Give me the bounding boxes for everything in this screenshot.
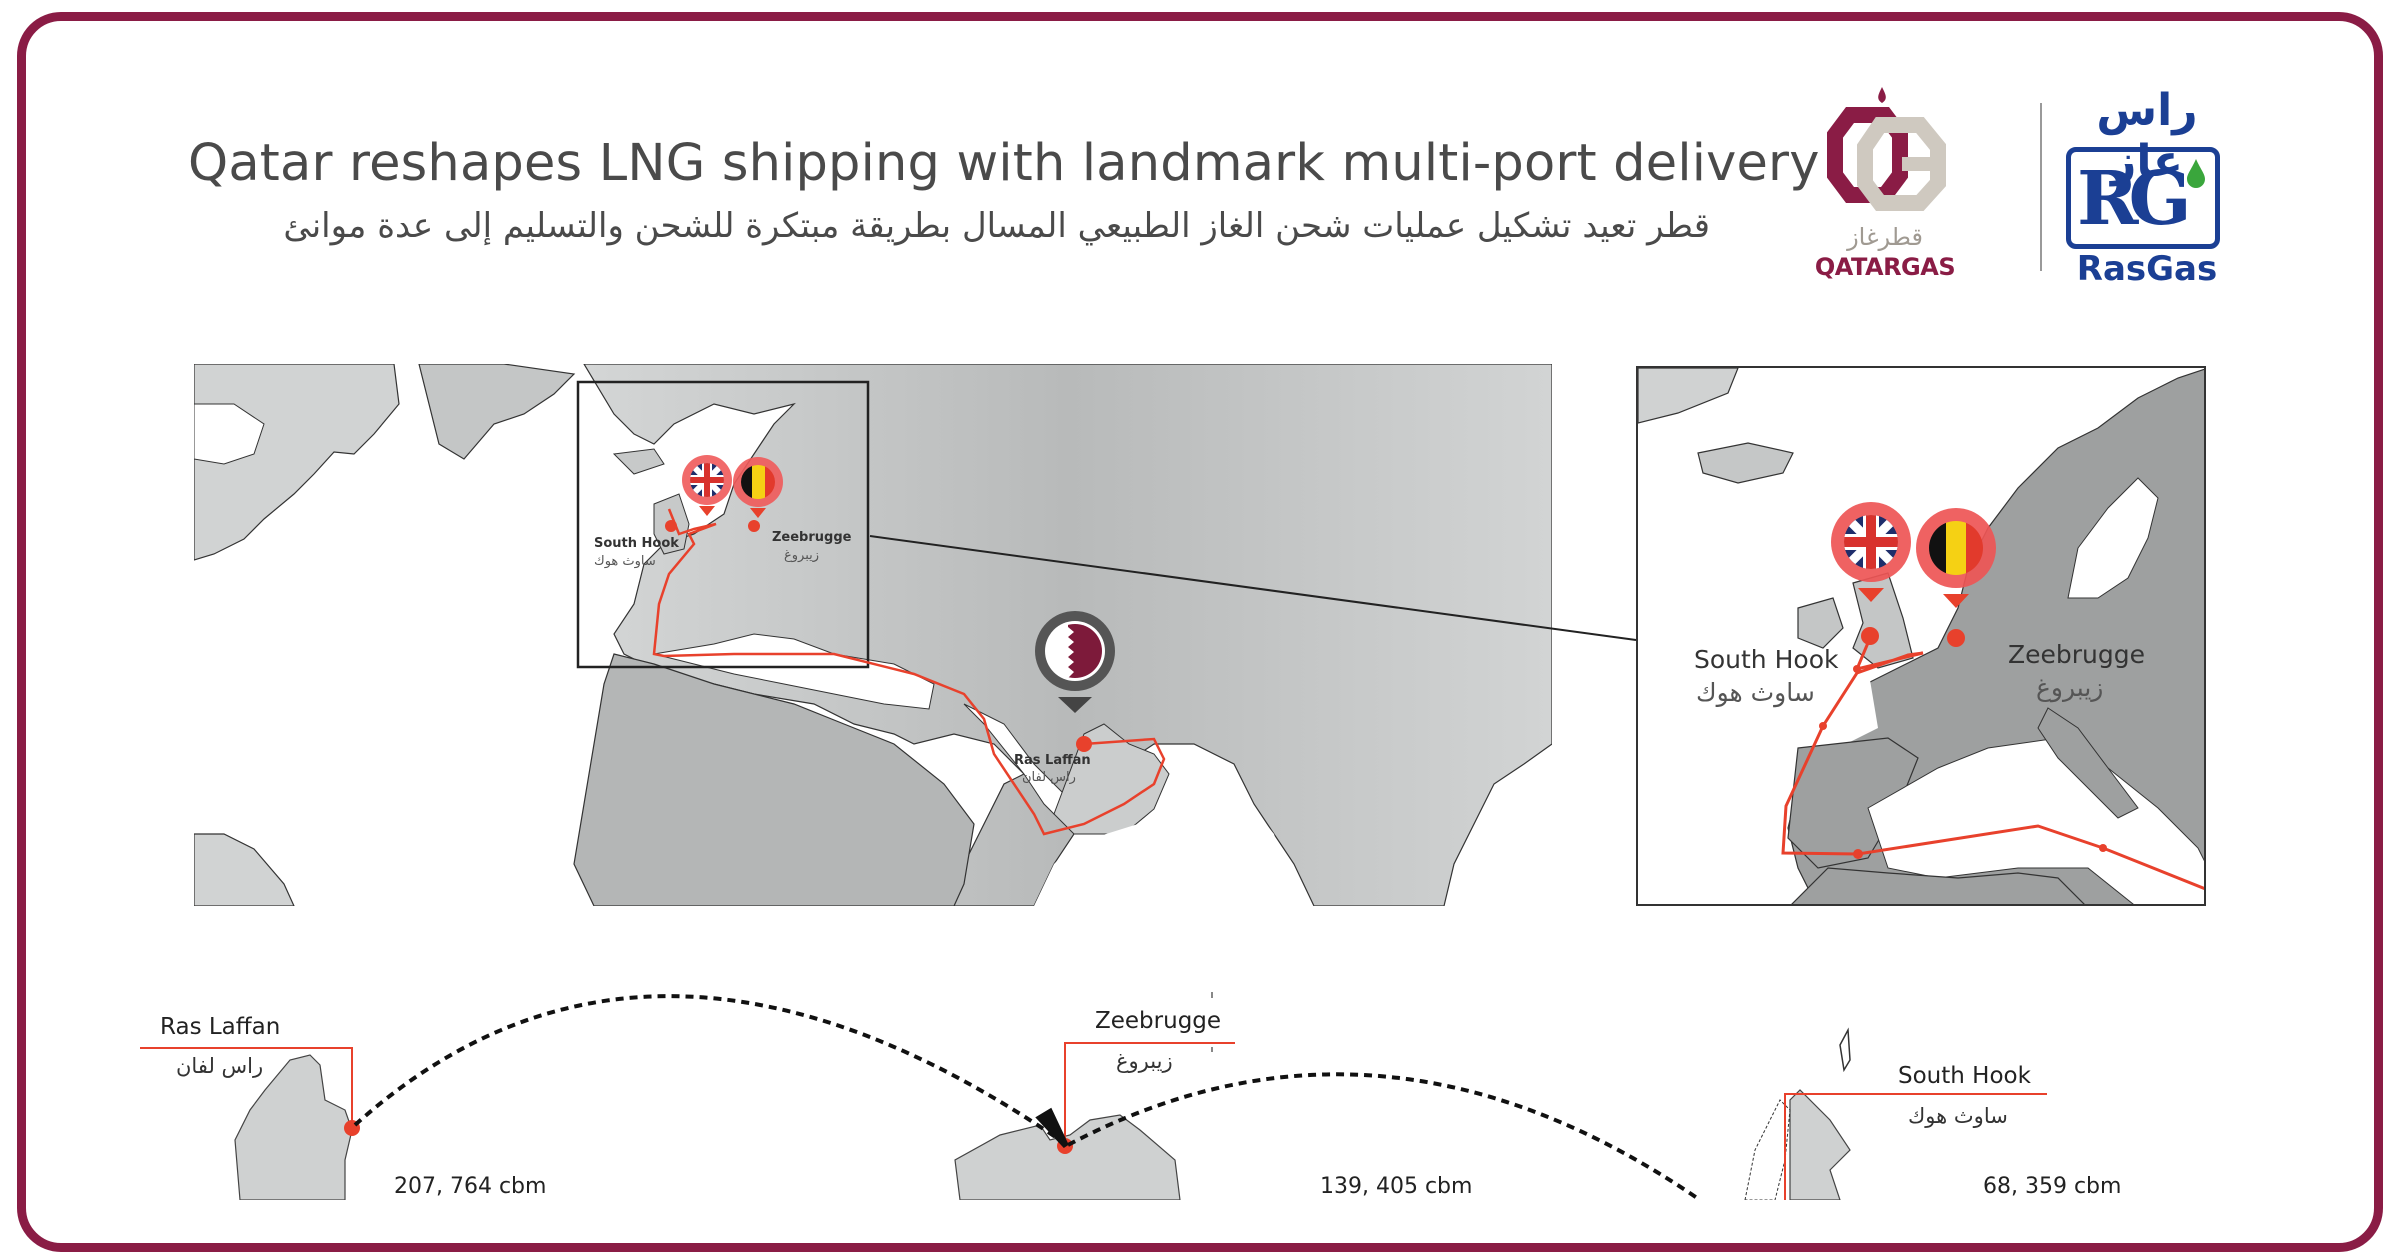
sequence-zeebrugge-label-arabic: زيبروغ <box>1116 1049 1173 1073</box>
belgium-flag-pin-icon <box>1916 508 1996 608</box>
page-title: Qatar reshapes LNG shipping with landmar… <box>188 134 1820 193</box>
world-map-south-hook-label-arabic: ساوث هوك <box>594 554 656 569</box>
uk-flag-pin-icon <box>1831 502 1911 602</box>
qatar-flag-pin-icon <box>1035 611 1115 713</box>
page-title-arabic: قطر تعيد تشكيل عمليات شحن الغاز الطبيعي … <box>283 206 1710 246</box>
inset-zeebrugge-label-arabic: زيبروغ <box>2036 673 2104 702</box>
sequence-ras-laffan-label: Ras Laffan <box>160 1014 281 1040</box>
qatargas-monogram-icon <box>1827 87 1946 211</box>
rasgas-name: RasGas <box>2076 249 2218 289</box>
belgium-flag-pin-icon <box>733 457 783 518</box>
drop-icon <box>2187 159 2205 188</box>
sequence-south-hook-volume: 68, 359 cbm <box>1983 1174 2122 1199</box>
world-map-ras-laffan-label-arabic: راس لفان <box>1022 770 1076 785</box>
qatargas-name: QATARGAS <box>1814 253 1956 281</box>
rasgas-monogram-box: RG <box>2066 147 2220 249</box>
rasgas-monogram: RG <box>2077 156 2192 242</box>
logo-divider <box>2040 103 2042 271</box>
inset-map-graphic <box>1638 368 2204 904</box>
inset-south-hook-label: South Hook <box>1694 645 1839 674</box>
uk-flag-pin-icon <box>682 455 732 516</box>
world-map: South Hook ساوث هوك Zeebrugge زيبروغ Ras… <box>194 364 1552 906</box>
inset-map-europe: South Hook ساوث هوك Zeebrugge زيبروغ <box>1636 366 2206 906</box>
sequence-ras-laffan-label-arabic: راس لفان <box>176 1054 264 1078</box>
inset-highlight-box <box>576 380 870 669</box>
world-map-south-hook-label: South Hook <box>594 536 679 551</box>
world-map-graphic <box>194 364 1552 906</box>
sequence-zeebrugge-volume: 139, 405 cbm <box>1320 1174 1473 1199</box>
sequence-south-hook-label: South Hook <box>1898 1063 2031 1089</box>
qatargas-arabic-name: قطرغاز <box>1847 223 1923 251</box>
inset-south-hook-label-arabic: ساوث هوك <box>1696 678 1815 707</box>
sequence-zeebrugge-label: Zeebrugge <box>1095 1008 1222 1034</box>
world-map-ras-laffan-label: Ras Laffan <box>1014 753 1091 768</box>
sequence-ras-laffan-volume: 207, 764 cbm <box>394 1174 547 1199</box>
logos: قطرغاز QATARGAS راس غاز RG RasGas <box>1810 75 2230 289</box>
rasgas-arabic-name: راس غاز <box>2096 85 2198 187</box>
sequence-south-hook-label-arabic: ساوث هوك <box>1908 1104 2008 1128</box>
inset-zeebrugge-label: Zeebrugge <box>2008 640 2145 669</box>
world-map-zeebrugge-label-arabic: زيبروغ <box>784 548 820 563</box>
world-map-zeebrugge-label: Zeebrugge <box>772 530 852 545</box>
